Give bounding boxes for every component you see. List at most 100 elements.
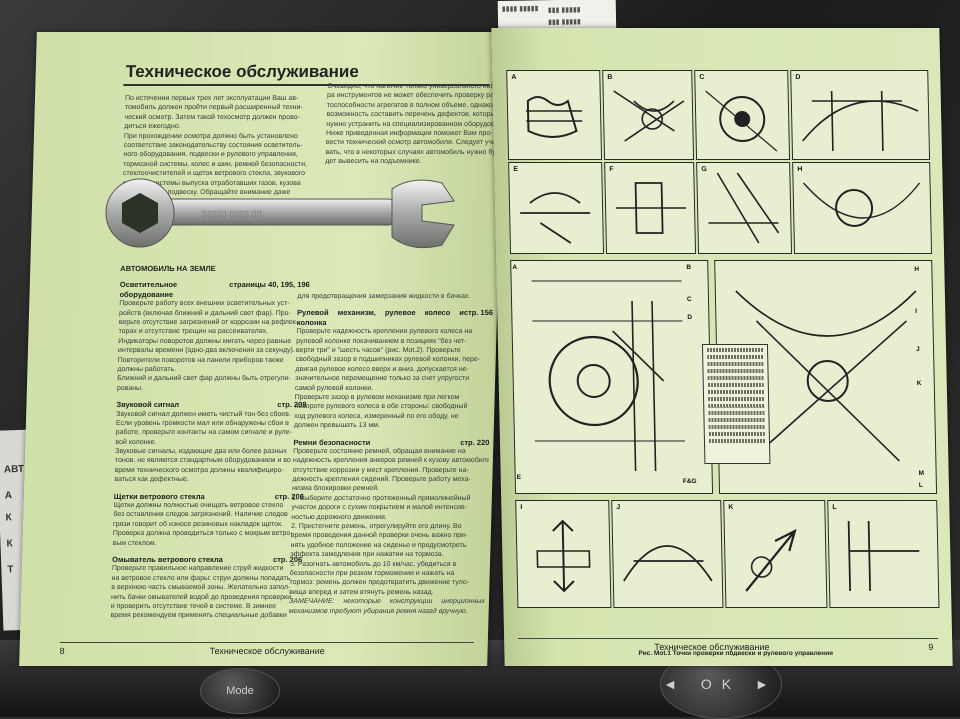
body-line: дет вывесить на подъемнике. <box>325 158 422 166</box>
body-line: Ниже приведенная информация поможет Вам … <box>325 129 493 137</box>
body-line: 2. Пристегните ремень, отрегулируйте его… <box>290 523 462 531</box>
callout-label: K <box>916 380 922 387</box>
right-page: A B C D E F G H <box>491 28 953 666</box>
mode-button[interactable]: Mode <box>200 668 280 714</box>
body-line: По истечении первых трех лет эксплуатаци… <box>124 95 299 102</box>
paper-letter: К <box>6 538 13 550</box>
body-line: тормозной системы, колес и шин, ремней б… <box>123 160 308 168</box>
body-line: должен превышать 13 мм. <box>293 422 381 430</box>
body-line: надежность крепления анкеров ремней к ку… <box>292 457 490 465</box>
body-line: безопасности при резком торможении и наж… <box>289 569 455 577</box>
body-line: тонов, не являются стандартным оборудова… <box>114 457 291 465</box>
body-line: торах и отсутствие трещин на рассеивател… <box>118 328 269 336</box>
body-line: Проверьте правильное направление струй ж… <box>111 565 284 573</box>
callout-label: F&G <box>682 478 697 485</box>
body-line: низма блокировки ремней. <box>291 485 380 493</box>
callout-label: I <box>915 308 918 315</box>
paper-letter: АВТ <box>3 463 25 476</box>
paper-letter: Т <box>7 564 14 576</box>
body-line: участок дороги с сухим покрытием и малой… <box>291 504 468 512</box>
page-reference: стр. 156 <box>463 308 494 318</box>
body-line: ческий осмотр. Затем такой техосмотр дол… <box>124 113 301 121</box>
check-title: Рулевой механизм, рулевое колесо и колон… <box>296 308 465 327</box>
check-title: Ремни безопасности <box>293 437 371 447</box>
body-line: отсутствие коррозии у мест крепления. Пр… <box>292 466 469 474</box>
body-line: нужно устранить на специализированном об… <box>326 120 499 128</box>
body-line: время проведения данной проверки очень в… <box>290 532 468 540</box>
note-text: ЗАМЕЧАНИЕ: некоторые конструкции инерцио… <box>288 598 486 615</box>
body-line: повороте рулевого колеса в обе стороны: … <box>294 403 468 411</box>
body-line: При прохождении осмотра должно быть уста… <box>123 132 298 140</box>
body-line: Проверьте надежность крепления рулевого … <box>296 328 473 336</box>
footer-rule <box>59 642 474 643</box>
body-line: томобиль должен пройти первый расширенны… <box>124 104 303 112</box>
body-line: свободный зазор в подшипниках рулевой ко… <box>295 356 481 364</box>
body-line: вым стеклом. <box>112 539 157 547</box>
body-line: Проверка должна проводиться только с мок… <box>112 530 293 538</box>
diagram-panel: B <box>602 70 695 160</box>
callout-label: A <box>512 264 518 271</box>
body-line: и проверить отсутствие течей в системе. … <box>110 602 277 610</box>
diagram-panel: L <box>827 500 940 608</box>
callout-label: H <box>914 266 920 273</box>
diagram-panel: G <box>696 162 793 254</box>
diagram-panel: A <box>506 70 603 160</box>
body-line: тормоз: ремень должен предотвратить движ… <box>289 579 470 587</box>
paper-letter: К <box>5 512 12 524</box>
callout-label: D <box>687 314 693 321</box>
body-line: ваться как дефектные. <box>114 476 189 484</box>
wrench-tool: ▯▯▯▯▯ ▯▯▯▯ ▯▯ <box>105 178 455 249</box>
svg-text:▯▯▯▯▯ ▯▯▯▯ ▯▯: ▯▯▯▯▯ ▯▯▯▯ ▯▯ <box>202 209 262 219</box>
body-line: самой рулевой колонки. <box>294 384 374 392</box>
body-line: для предотвращения замерзания жидкости в… <box>297 293 471 300</box>
body-line: нить бачки омывателей водой до проведени… <box>110 593 292 601</box>
body-line: в верхнюю часть смываемой зоны. Желатель… <box>111 584 291 592</box>
body-line: рованы. <box>116 384 144 392</box>
body-line: возможность составить перечень дефектов,… <box>326 111 499 119</box>
body-line: дежность крепления сидений. Проверьте ра… <box>292 476 471 484</box>
diagram-panel: F <box>604 162 697 254</box>
paper-letter: А <box>4 490 13 502</box>
body-line: грязи говорит об износе резиновых наклад… <box>113 520 284 528</box>
body-line: верти три" и "шесть часов" (рис. Mot.2).… <box>295 346 461 354</box>
checks-column-right: для предотвращения замерзания жидкости в… <box>289 292 494 616</box>
page-number-left: 8 <box>59 646 65 656</box>
body-line: Проверьте работу всех внешних осветитель… <box>119 300 290 308</box>
body-line: ройств (включая ближний и дальний свет ф… <box>118 309 291 317</box>
suspension-diagram-left <box>510 260 714 494</box>
callout-label: L <box>918 482 923 489</box>
body-line: время технического осмотра должны квалиф… <box>114 466 284 474</box>
footer-title-left: Техническое обслуживание <box>209 646 325 656</box>
body-line: вища вперед и затем втянуть ремень назад… <box>289 588 434 596</box>
page-number-right: 9 <box>928 642 934 652</box>
check-title: Щетки ветрового стекла <box>113 491 205 501</box>
body-line: без оставления следов загрязнений. Налич… <box>113 511 288 519</box>
body-line: Звуковые сигналы, издающие два или более… <box>115 448 287 456</box>
body-line: Индикаторы поворотов должны мигать через… <box>118 337 292 345</box>
body-line: время рекомендуем применять специальные … <box>110 612 287 620</box>
body-line: ход рулевого колеса, измеренный по его о… <box>294 412 459 420</box>
diagram-panel: E <box>508 162 605 254</box>
check-title: Звуковой сигнал <box>116 400 180 410</box>
checks-column-left: АВТОМОБИЛЬ НА ЗЕМЛЕ страницы 40, 195, 19… <box>110 257 310 621</box>
callout-label: C <box>686 296 692 303</box>
body-line: рулевой колонке покачиванием в позициях … <box>296 337 467 345</box>
body-line: диться ежегодно. <box>124 123 181 131</box>
body-line: работе, проверьте контакты на самом сигн… <box>115 429 293 437</box>
body-line: Если уровень громкости мал или обнаружен… <box>115 419 290 427</box>
section-title: Техническое обслуживание <box>125 62 360 81</box>
body-line: ра инструментов не может обеспечить пров… <box>326 92 500 100</box>
body-line: двигая рулевое колесо вверх и вниз, допу… <box>295 365 469 373</box>
body-line: 3. Разогнать автомобиль до 10 км/час, уб… <box>289 560 457 568</box>
footer-title-right: Техническое обслуживание <box>654 642 770 652</box>
body-line: вать, что в некоторых случаях автомобиль… <box>325 148 498 156</box>
diagram-panel: I <box>515 500 612 608</box>
body-line: Проверьте состояние ремней, обращая вним… <box>293 447 466 455</box>
body-line: вести технический осмотр автомобиля. Сле… <box>325 139 498 147</box>
body-line: значительное перемещение только за счет … <box>295 375 470 383</box>
suspension-diagram-right <box>714 260 938 494</box>
body-line: верьте отсутствие загрязнений от коррози… <box>118 319 299 326</box>
